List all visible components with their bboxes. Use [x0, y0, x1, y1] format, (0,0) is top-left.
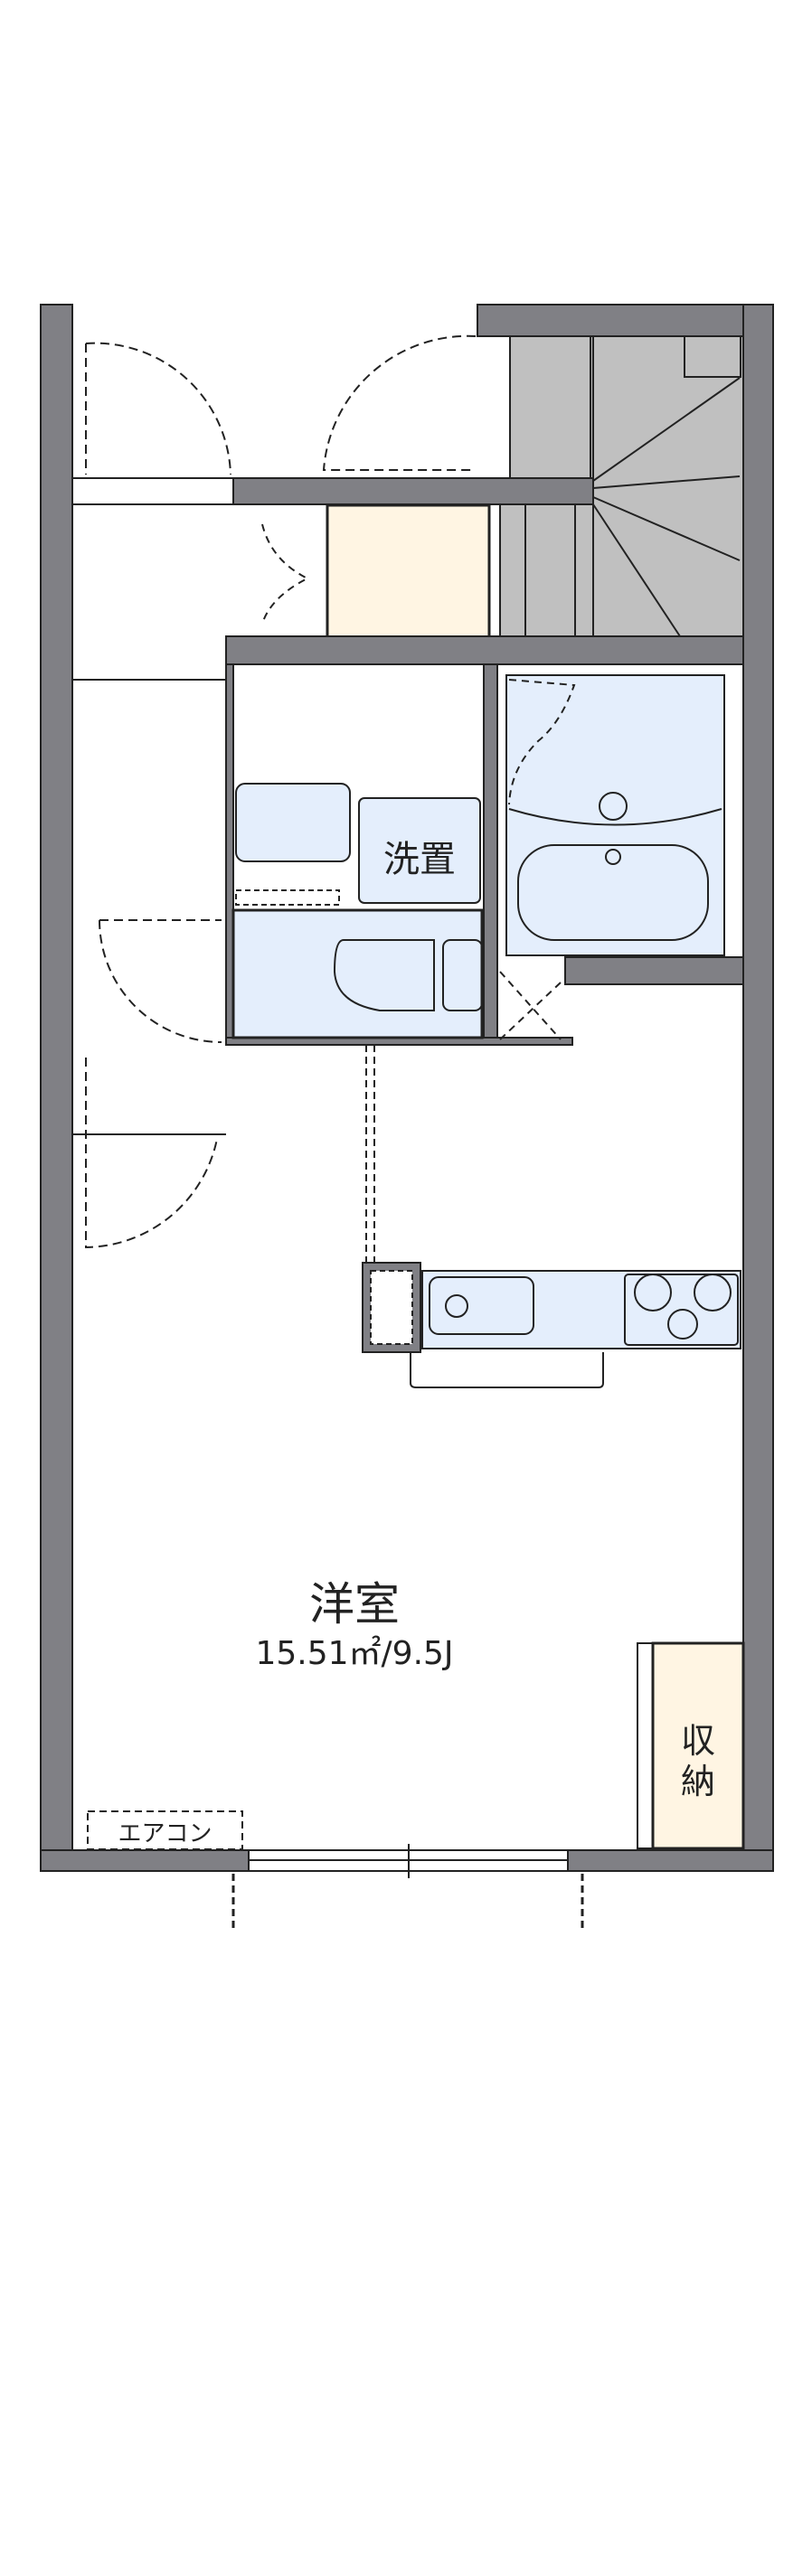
storage-label-1: 収: [680, 1721, 715, 1761]
aircon-label: エアコン: [118, 1820, 212, 1847]
entrance-storage: [326, 503, 491, 639]
walls: [40, 304, 774, 1872]
closet: [651, 1641, 745, 1850]
room-name: 洋室: [309, 1578, 400, 1631]
washer-label: 洗置: [383, 839, 456, 880]
room-area: 15.51㎡/9.5J: [255, 1635, 454, 1672]
vanity-sink: [235, 783, 351, 862]
stove: [624, 1274, 739, 1346]
storage-label-2: 納: [680, 1762, 715, 1801]
door-swing: [85, 342, 231, 475]
washer-space: [358, 797, 481, 904]
kitchen-counter: [421, 1270, 741, 1349]
aircon-box: [87, 1810, 243, 1850]
kitchen-sink: [429, 1276, 534, 1335]
